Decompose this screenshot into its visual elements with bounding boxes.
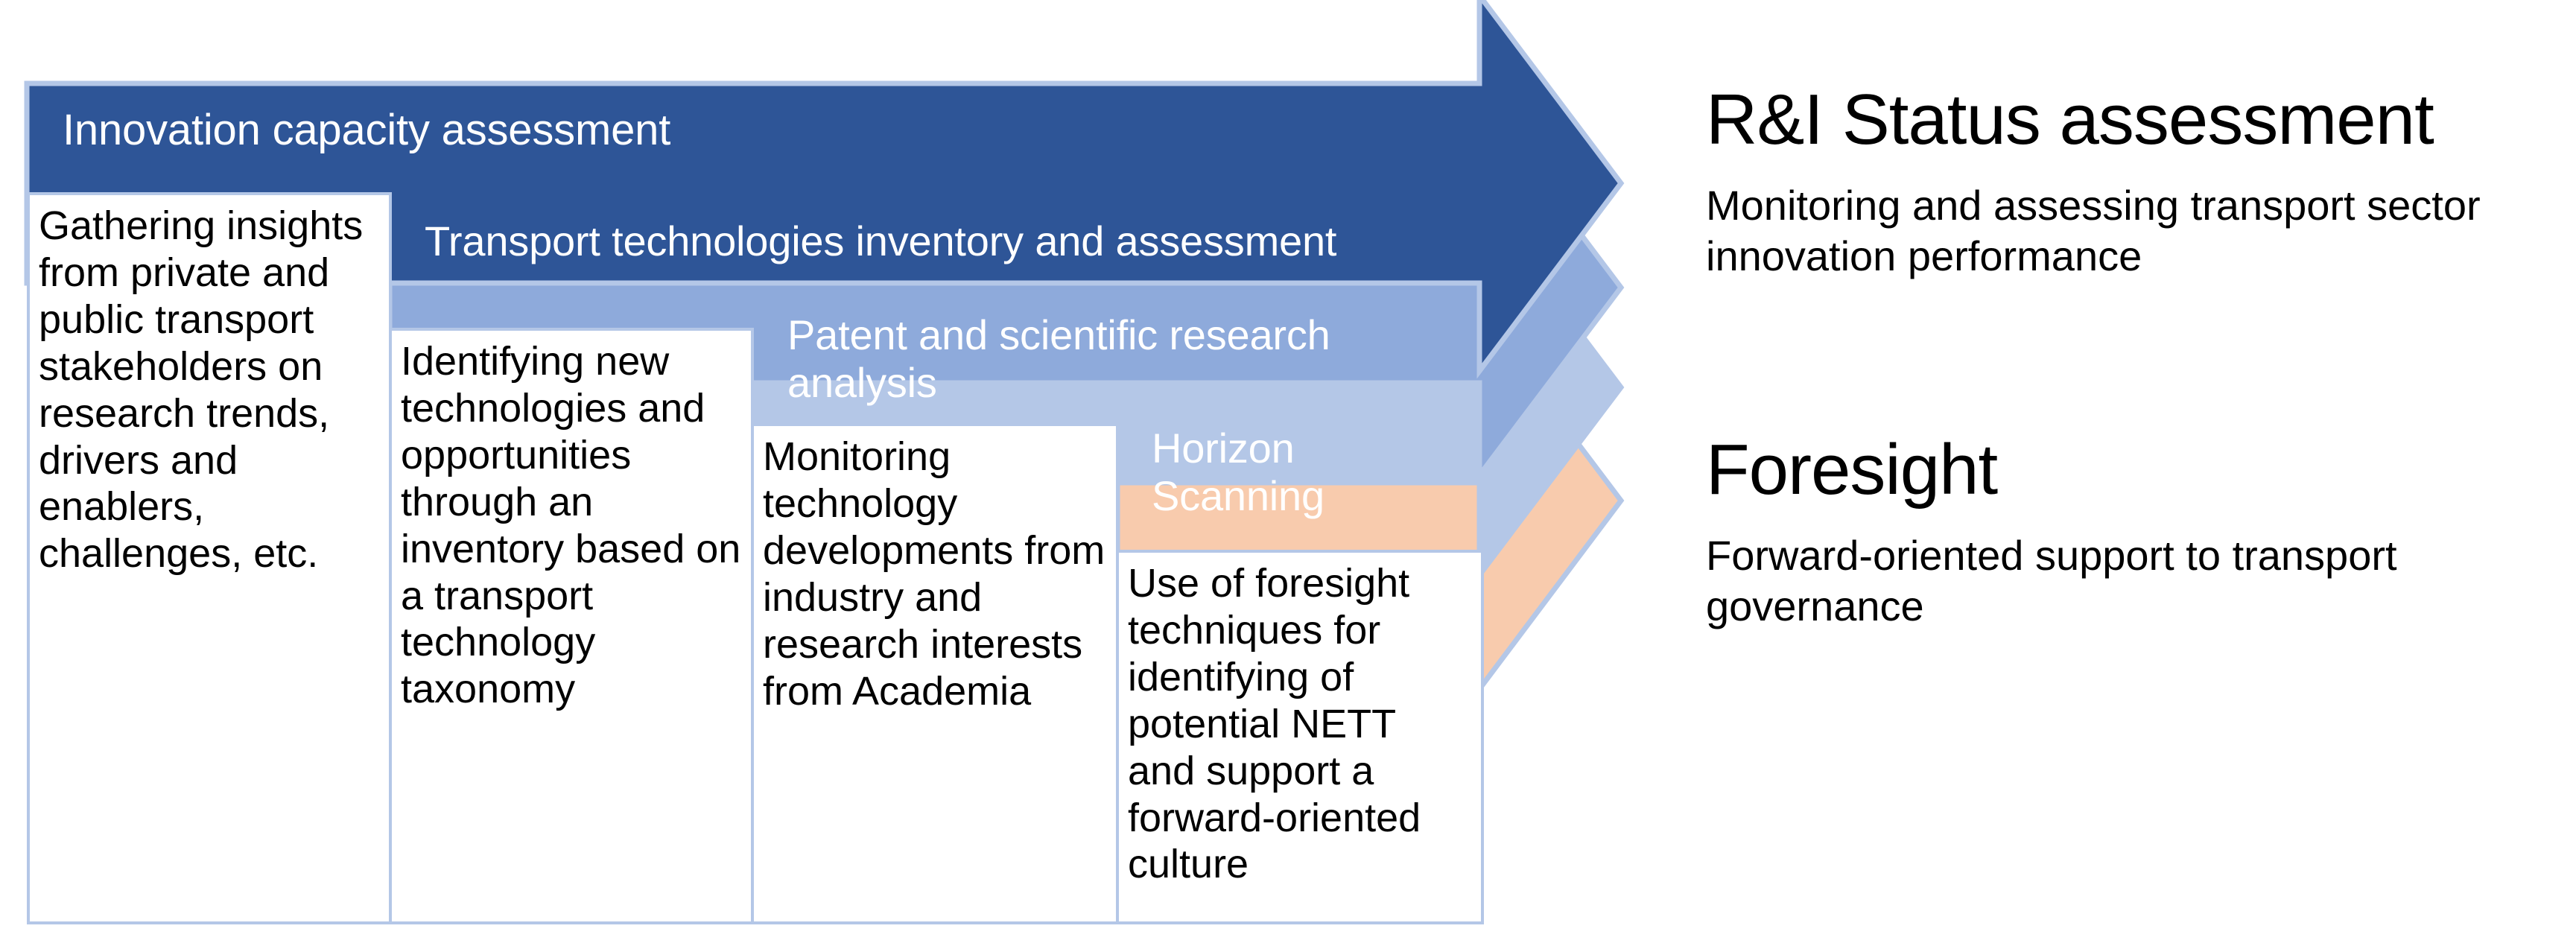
description-box-gathering-insights: Gathering insights from private and publ…: [27, 192, 392, 924]
side-title-ri-status-assessment: R&I Status assessment: [1706, 80, 2434, 159]
side-title-foresight: Foresight: [1706, 430, 1998, 510]
side-block-ri-status-assessment: R&I Status assessment Monitoring and ass…: [1706, 82, 2570, 282]
side-block-foresight: Foresight Forward-oriented support to tr…: [1706, 432, 2570, 632]
description-box-monitoring-technology-developments: Monitoring technology developments from …: [751, 423, 1119, 924]
side-caption-foresight: Forward-oriented support to transport go…: [1706, 531, 2397, 630]
description-box-identifying-new-technologies: Identifying new technologies and opportu…: [389, 328, 754, 924]
description-box-use-of-foresight-techniques: Use of foresight techniques for identify…: [1116, 550, 1484, 924]
side-caption-ri-status-assessment: Monitoring and assessing transport secto…: [1706, 181, 2481, 280]
